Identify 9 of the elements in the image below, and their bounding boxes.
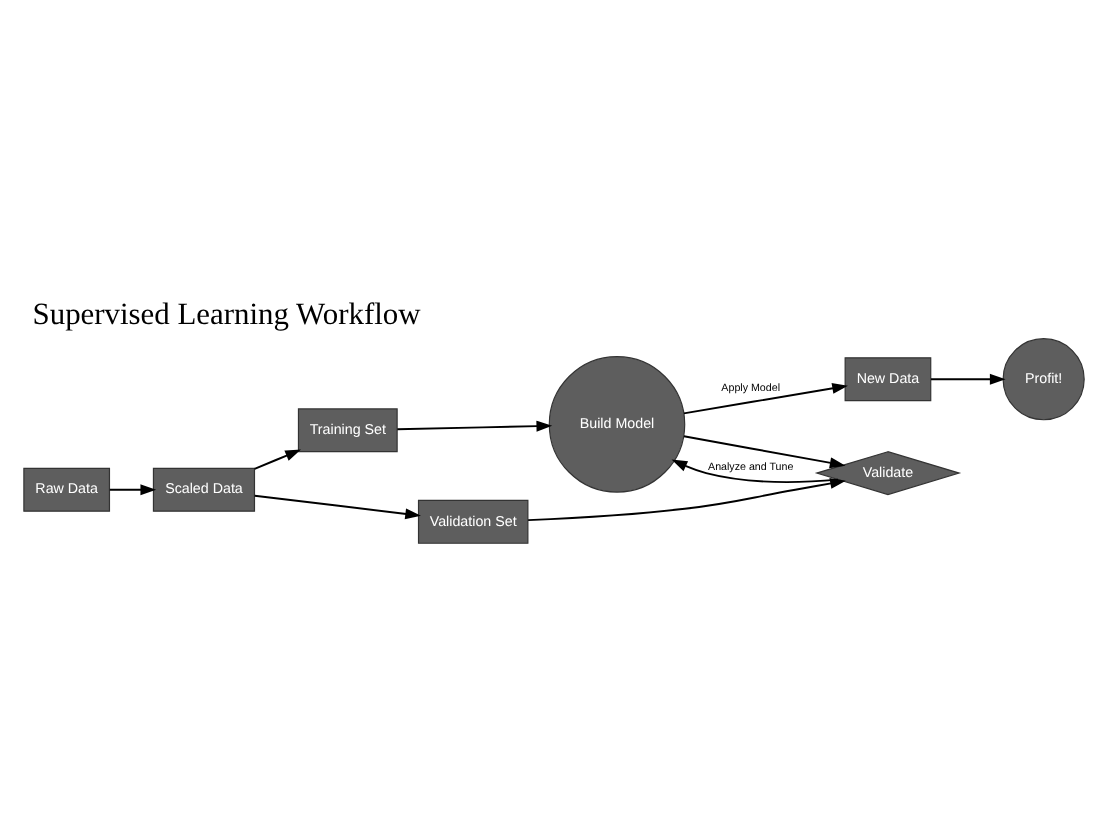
arrow bbox=[671, 459, 839, 483]
arrow bbox=[253, 494, 421, 520]
arrow bbox=[682, 435, 846, 469]
arrow bbox=[108, 484, 157, 496]
diagram-title: Supervised Learning Workflow bbox=[32, 298, 421, 333]
arrow bbox=[682, 382, 848, 415]
arrow bbox=[930, 373, 1006, 385]
arrow bbox=[396, 420, 553, 432]
arrow bbox=[253, 449, 301, 470]
